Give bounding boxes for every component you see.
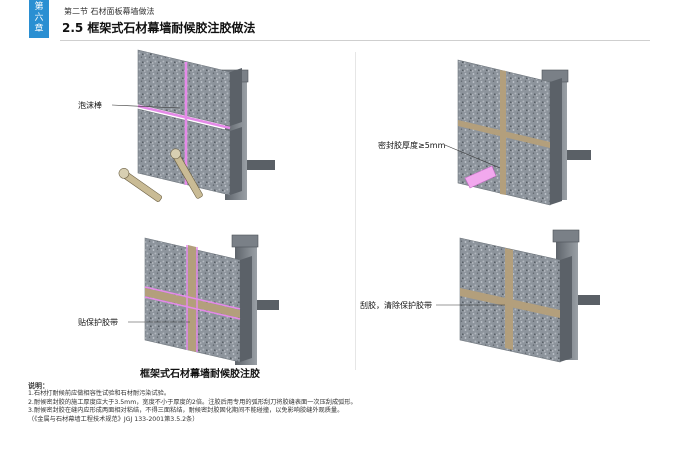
page-title: 2.5 框架式石材幕墙耐候胶注胶做法 [62, 21, 256, 35]
callout-sealant-thickness: 密封胶厚度≥5mm [378, 140, 446, 151]
chapter-tab-char: 第 [34, 2, 44, 12]
panel-scrape [436, 229, 600, 363]
panel-sealant-thickness [444, 59, 591, 206]
bracket [257, 300, 279, 310]
notes-title: 说明： [28, 382, 49, 390]
protective-tape [144, 296, 241, 320]
callout-foam-rod: 泡沫棒 [78, 100, 102, 111]
note-line: 3.耐候密封胶在缝内应形成两面相对粘结，不得三面粘结，耐候密封胶固化期间不能碰撞… [28, 407, 344, 415]
chapter-tab-char: 六 [34, 13, 44, 23]
panel-protective-tape [128, 234, 279, 365]
callout-protective-tape: 贴保护胶带 [78, 317, 118, 328]
bracket [578, 295, 600, 305]
note-line: 2.耐候密封胶的施工厚度应大于3.5mm，宽度不小于厚度的2倍。注胶后用专用的弧… [28, 398, 357, 406]
bracket [247, 160, 275, 170]
sealant-gun-tool [170, 148, 203, 199]
chapter-tab-char: 章 [34, 24, 44, 34]
sealant-gun-nozzle [464, 165, 497, 189]
section-label: 第二节 石材面板幕墙做法 [64, 7, 155, 16]
callout-scrape: 刮胶，清除保护胶带 [360, 300, 432, 311]
sealant-gun-tool [118, 168, 163, 202]
bracket [567, 150, 591, 160]
sealant-joint [505, 248, 513, 350]
protective-tape [144, 286, 241, 310]
figure-caption: 框架式石材幕墙耐候胶注胶 [140, 369, 260, 380]
header-rule [60, 40, 650, 41]
panel-divider [355, 52, 356, 370]
leader-line [444, 144, 501, 169]
note-line: （《金属与石材幕墙工程技术规范》JGJ 133-2001第3.5.2条） [28, 415, 199, 423]
panel-foam-rod [111, 49, 275, 202]
sealant-joint [500, 70, 506, 195]
notes-block: 说明： 1.石材打耐候前应做相容性试验和石材耐污染试验。 2.耐候密封胶的施工厚… [28, 382, 588, 424]
foam-rod [137, 104, 231, 130]
chapter-tab: 第 六 章 [29, 0, 49, 38]
note-line: 1.石材打耐候前应做相容性试验和石材耐污染试验。 [28, 390, 171, 398]
leader-line [111, 104, 181, 109]
